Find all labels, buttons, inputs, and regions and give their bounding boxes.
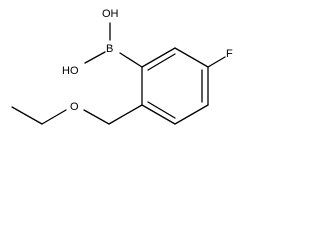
ring-bond-c4-c5 [174, 104, 209, 125]
oxygen-label: O [70, 101, 79, 113]
fluoro-substituent: F [207, 48, 233, 68]
boron-label: B [106, 43, 113, 55]
boronic-acid-group: B OH HO [62, 8, 143, 77]
bond-ring-to-ch2 [108, 104, 143, 125]
fluorine-label: F [226, 48, 233, 60]
ethoxymethyl-substituent: O [11, 101, 143, 125]
bond-ch2-to-oxygen [83, 109, 110, 125]
hydroxyl-left-label: HO [62, 65, 79, 77]
ring-double-bond-inner-3 [147, 101, 176, 119]
bond-ring-to-fluorine [207, 56, 226, 68]
ring-bond-c5-c6 [141, 104, 176, 125]
hydroxyl-top-label: OH [102, 8, 119, 20]
ring-double-bond-inner-1 [147, 53, 176, 71]
bond-ring-to-boron [119, 52, 143, 68]
chemical-structure-diagram: B OH HO F O [11, 8, 233, 125]
bond-oxygen-to-ch2 [41, 109, 67, 125]
ring-bond-c1-c2 [141, 47, 176, 68]
bond-ch2-to-ch3 [11, 106, 43, 125]
benzene-ring [141, 47, 209, 125]
bond-boron-to-oh-left [84, 51, 106, 64]
ring-bond-c2-c3 [174, 47, 209, 68]
